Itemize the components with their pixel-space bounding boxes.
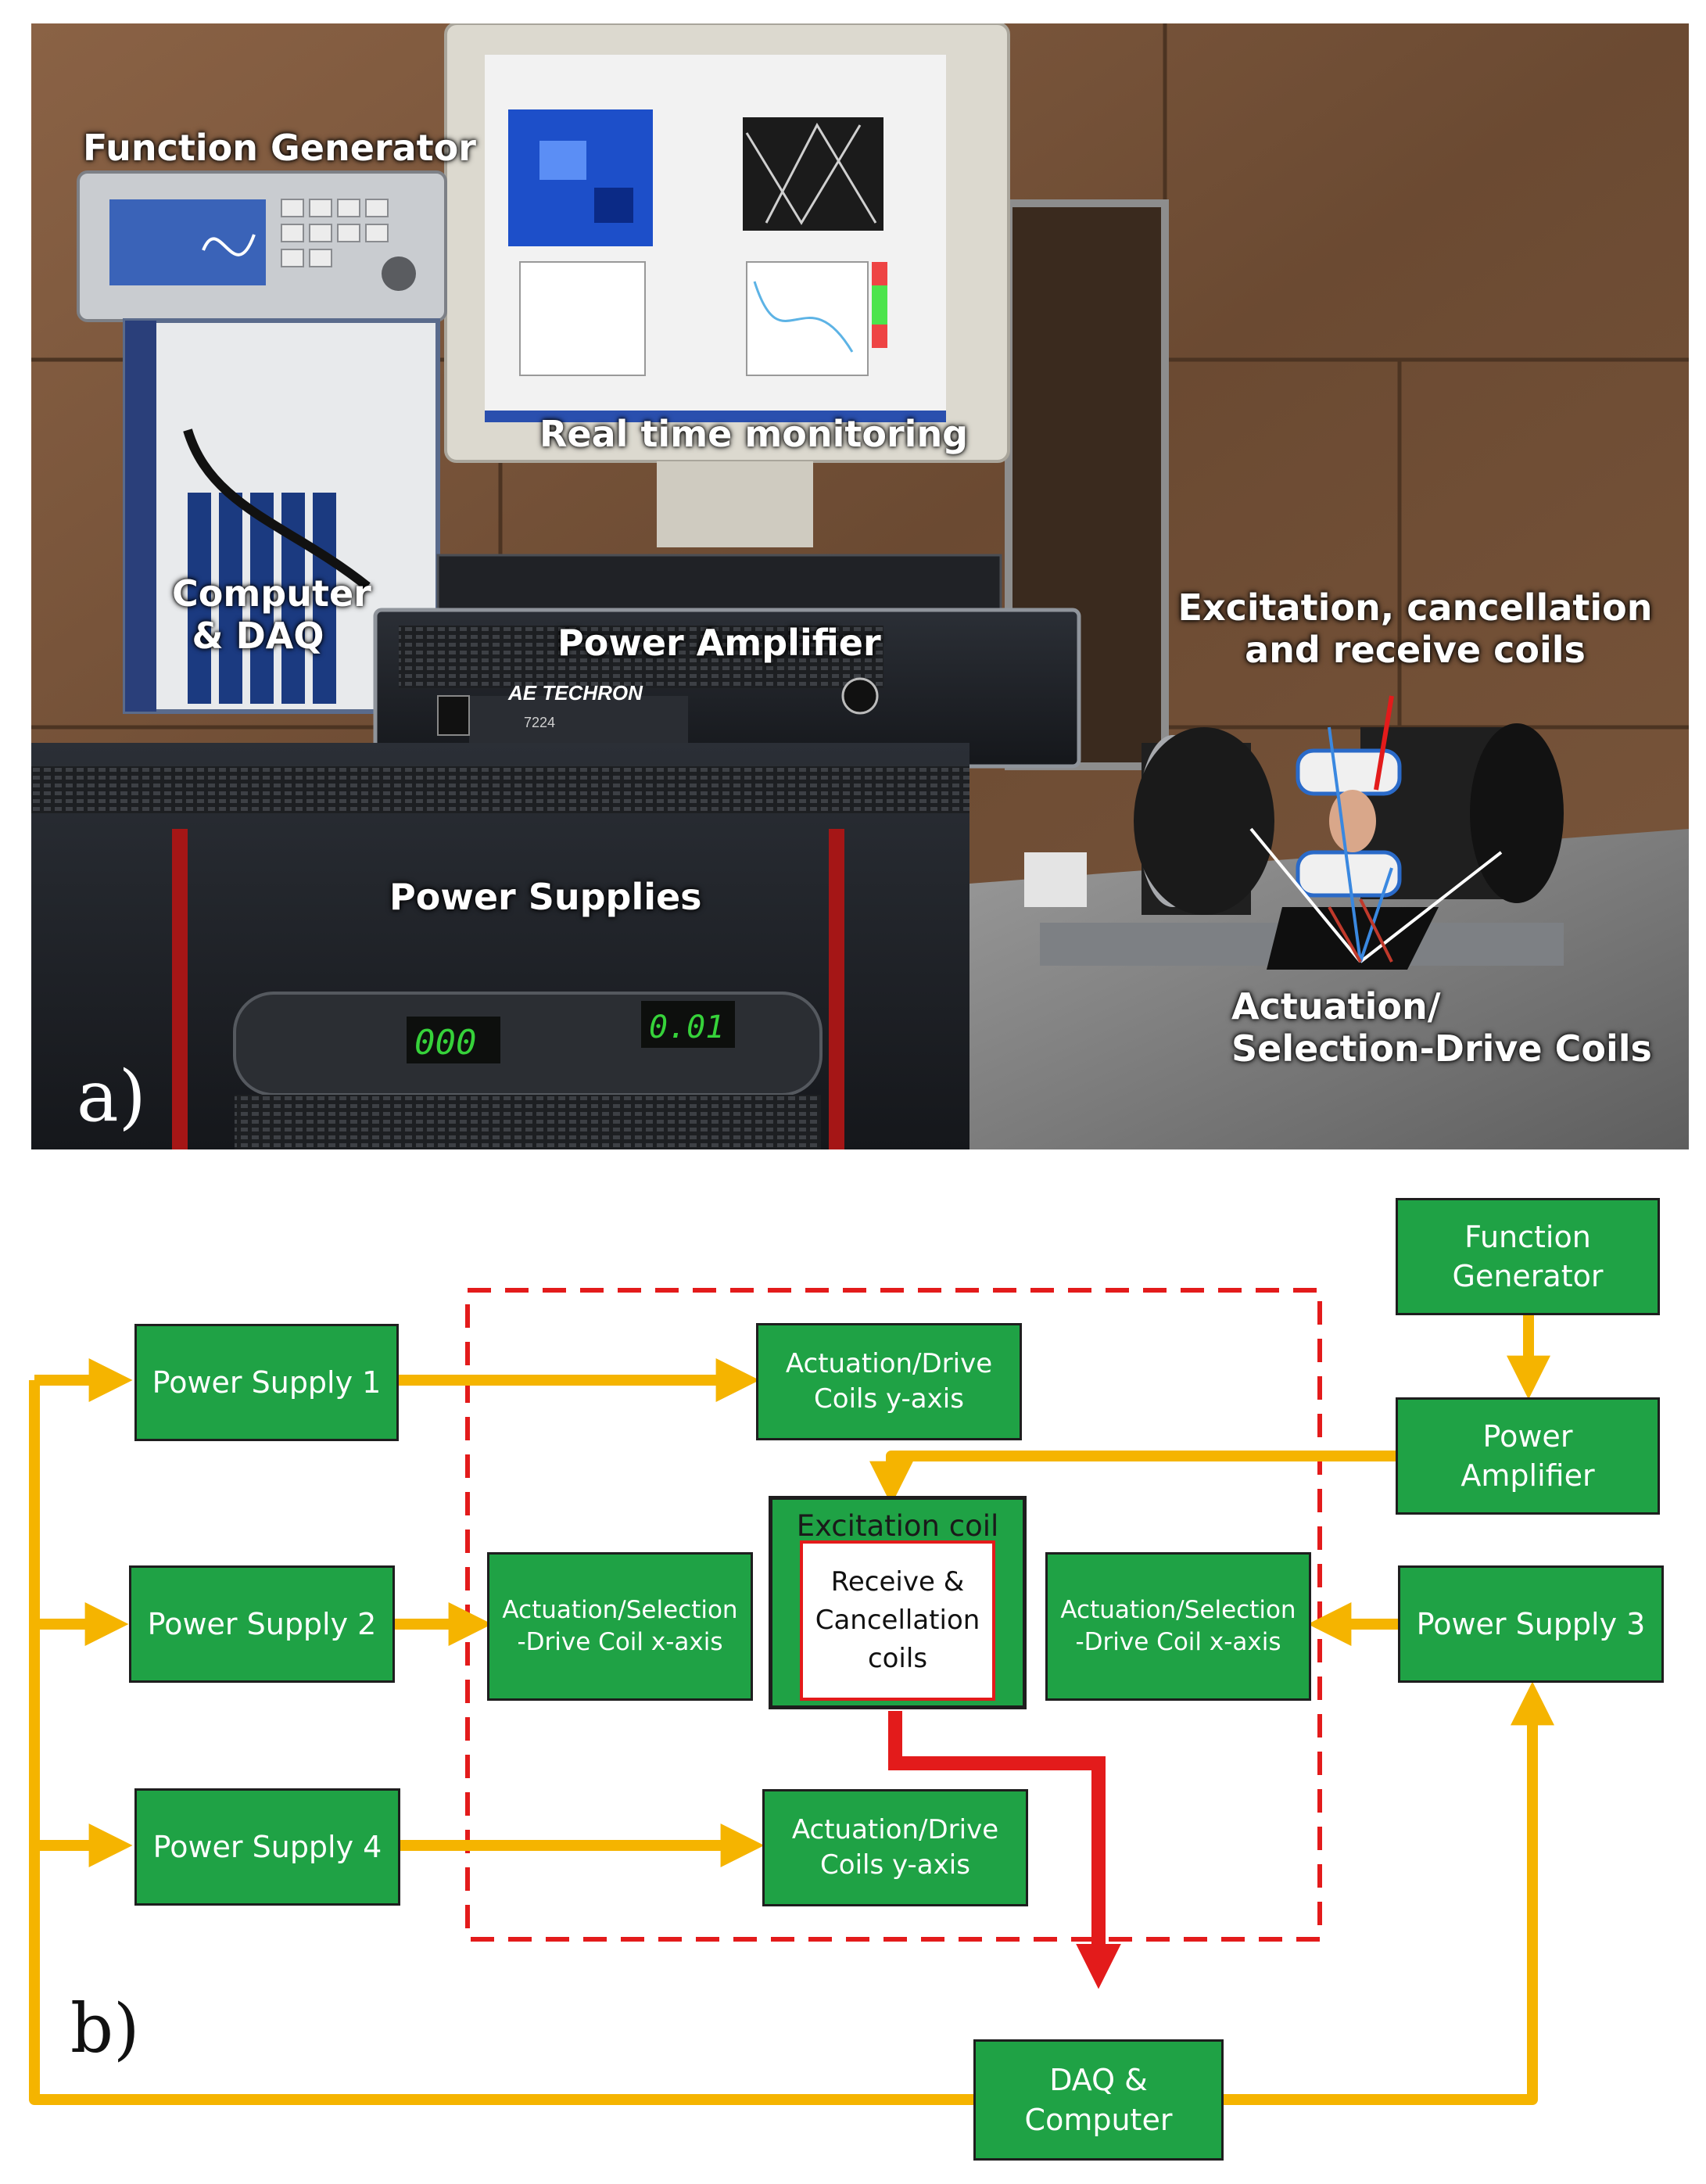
daq-to-ps3	[1224, 1681, 1554, 2105]
annotation-arrows	[1249, 695, 1503, 963]
block-coils-x-left: Actuation/Selection -Drive Coil x-axis	[487, 1552, 753, 1701]
label-coils-line2: and receive coils	[1245, 629, 1586, 671]
coil-table	[969, 723, 1689, 1149]
block-daq-computer: DAQ & Computer	[973, 2039, 1224, 2161]
block-coils-y-top: Actuation/Drive Coils y-axis	[756, 1323, 1022, 1440]
block-function-generator-line1: Function	[1464, 1219, 1591, 1254]
block-coils-y-bottom-line2: Coils y-axis	[820, 1849, 970, 1881]
block-coils-x-left-line1: Actuation/Selection	[502, 1596, 738, 1625]
psu-display-left: 000	[414, 1023, 476, 1063]
psu-display-right: 0.01	[649, 1010, 724, 1045]
block-daq-computer-line1: DAQ &	[1049, 2063, 1148, 2098]
block-function-generator: Function Generator	[1396, 1198, 1660, 1315]
block-receive-line2: Cancellation	[815, 1604, 980, 1636]
power-supply-rack: 000 0.01	[31, 743, 969, 1149]
function-generator-device	[77, 170, 447, 322]
block-diagram: Function Generator Power Amplifier Power…	[0, 1157, 1706, 2184]
amplifier-to-excitation	[869, 1451, 1396, 1505]
label-coils: Excitation, cancellation and receive coi…	[1173, 586, 1658, 671]
block-power-amplifier-line2: Amplifier	[1460, 1458, 1595, 1493]
setup-photo: AE TECHRON 7224 000 0.01	[31, 23, 1689, 1149]
amp-brand-text: AE TECHRON	[507, 681, 643, 705]
label-real-time-monitoring: Real time monitoring	[539, 413, 969, 455]
keyboard	[436, 554, 1002, 611]
block-excitation-coil-label: Excitation coil	[796, 1509, 999, 1543]
block-function-generator-line2: Generator	[1452, 1259, 1604, 1293]
block-coils-x-right-line1: Actuation/Selection	[1060, 1596, 1296, 1625]
label-power-supplies: Power Supplies	[389, 876, 702, 918]
monitor	[444, 23, 1010, 547]
block-coils-y-top-line2: Coils y-axis	[814, 1383, 964, 1415]
block-coils-x-right-line2: -Drive Coil x-axis	[1075, 1628, 1281, 1656]
receive-to-daq-signal	[888, 1711, 1121, 1989]
block-power-supply-1: Power Supply 1	[134, 1324, 399, 1441]
power-amplifier-device: AE TECHRON 7224	[373, 608, 1081, 769]
label-actuation-line2: Selection-Drive Coils	[1231, 1027, 1652, 1070]
setup-photo-drawing: AE TECHRON 7224 000 0.01	[31, 23, 1689, 1149]
block-power-supply-4: Power Supply 4	[134, 1788, 400, 1906]
diagram-connectors	[29, 1288, 1554, 2105]
label-actuation-line1: Actuation/	[1231, 985, 1441, 1027]
bus-left	[29, 1380, 973, 2105]
block-coils-y-top-line1: Actuation/Drive	[785, 1348, 993, 1380]
label-computer-daq: Computer & DAQ	[172, 572, 371, 657]
label-power-amplifier: Power Amplifier	[557, 622, 881, 664]
block-receive-line1: Receive &	[830, 1565, 965, 1598]
amp-model-text: 7224	[524, 715, 555, 730]
block-daq-computer-line2: Computer	[1024, 2102, 1173, 2137]
label-actuation-coils: Actuation/ Selection-Drive Coils	[1231, 985, 1652, 1070]
block-power-amplifier-line1: Power	[1482, 1418, 1573, 1454]
label-coils-line1: Excitation, cancellation	[1177, 586, 1653, 629]
block-power-amplifier: Power Amplifier	[1396, 1397, 1660, 1515]
block-coils-y-bottom: Actuation/Drive Coils y-axis	[762, 1789, 1028, 1906]
label-function-generator: Function Generator	[83, 127, 476, 169]
panel-a-label: a)	[77, 1056, 146, 1138]
block-coils-y-bottom-line1: Actuation/Drive	[791, 1814, 999, 1846]
panel-b-label: b)	[70, 1990, 140, 2068]
block-power-supply-2: Power Supply 2	[129, 1565, 395, 1683]
block-coils-x-left-line2: -Drive Coil x-axis	[517, 1628, 723, 1656]
block-receive-line3: coils	[867, 1643, 928, 1675]
label-computer-daq-line2: & DAQ	[192, 615, 324, 657]
block-receive-cancellation-coils: Receive & Cancellation coils	[800, 1540, 995, 1701]
block-power-supply-3: Power Supply 3	[1398, 1565, 1664, 1683]
block-coils-x-right: Actuation/Selection -Drive Coil x-axis	[1045, 1552, 1311, 1701]
label-computer-daq-line1: Computer	[172, 572, 371, 615]
